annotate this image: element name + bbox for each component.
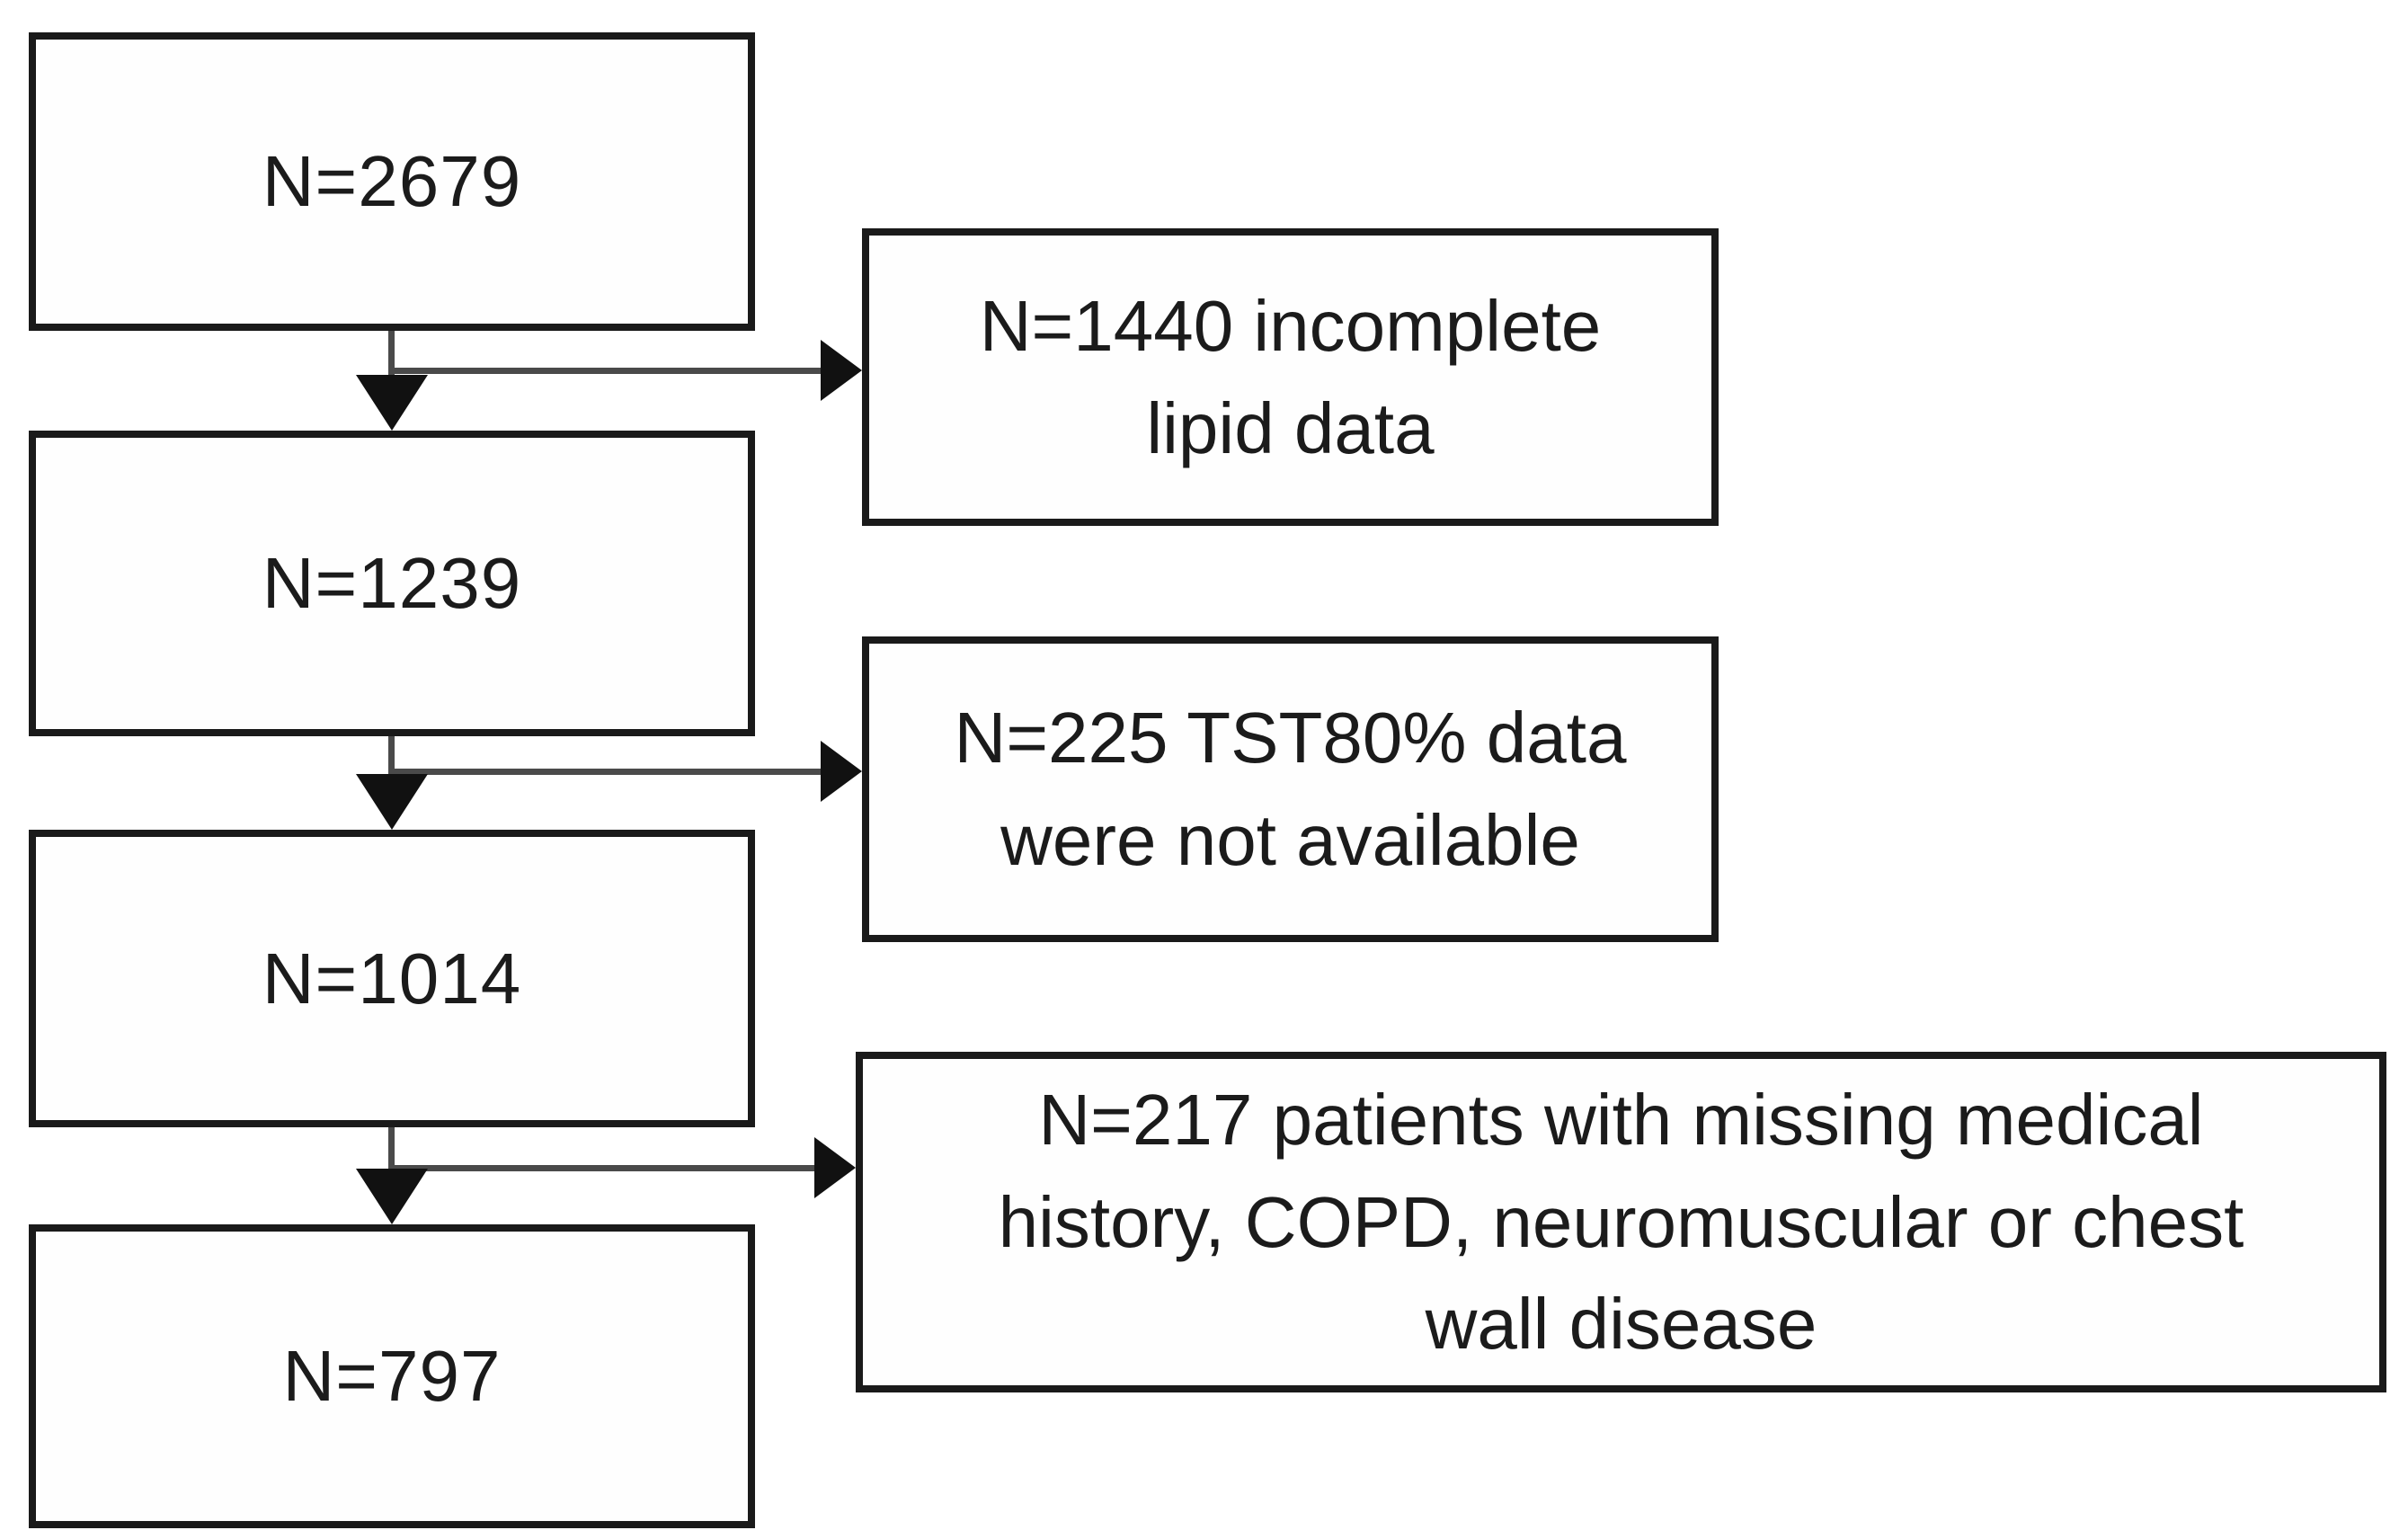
- cohort-box-label: N=1239: [262, 543, 522, 623]
- cohort-box-n1014: N=1014: [29, 830, 755, 1127]
- exclusion-box-line: N=217 patients with missing medical: [1038, 1080, 2204, 1161]
- connector-horizontal-line: [389, 1165, 816, 1171]
- cohort-box-label: N=1014: [262, 938, 522, 1019]
- exclusion-box-n1440: N=1440 incomplete lipid data: [862, 228, 1719, 526]
- cohort-box-label: N=797: [282, 1336, 502, 1416]
- exclusion-box-n217: N=217 patients with missing medical hist…: [856, 1052, 2386, 1392]
- arrow-down-icon: [356, 774, 428, 830]
- arrow-down-icon: [356, 1169, 428, 1224]
- exclusion-box-line: N=1440 incomplete: [979, 285, 1602, 366]
- cohort-box-n797: N=797: [29, 1224, 755, 1528]
- connector-horizontal-line: [389, 769, 822, 775]
- connector-vertical-line: [388, 331, 395, 379]
- arrow-right-icon: [821, 340, 862, 401]
- exclusion-box-line: lipid data: [1146, 387, 1435, 468]
- arrow-right-icon: [821, 741, 862, 802]
- cohort-box-label: N=2679: [262, 141, 522, 221]
- arrow-down-icon: [356, 375, 428, 431]
- cohort-box-n1239: N=1239: [29, 431, 755, 736]
- exclusion-box-n225: N=225 TST80% data were not available: [862, 636, 1719, 942]
- exclusion-box-line: were not available: [1000, 800, 1580, 880]
- arrow-right-icon: [814, 1137, 856, 1198]
- connector-vertical-line: [388, 736, 395, 779]
- exclusion-box-line: wall disease: [1425, 1284, 1817, 1365]
- connector-horizontal-line: [389, 368, 822, 374]
- exclusion-box-line: history, COPD, neuromuscular or chest: [998, 1181, 2244, 1262]
- exclusion-box-line: N=225 TST80% data: [954, 698, 1627, 778]
- connector-vertical-line: [388, 1127, 395, 1174]
- cohort-box-n2679: N=2679: [29, 32, 755, 331]
